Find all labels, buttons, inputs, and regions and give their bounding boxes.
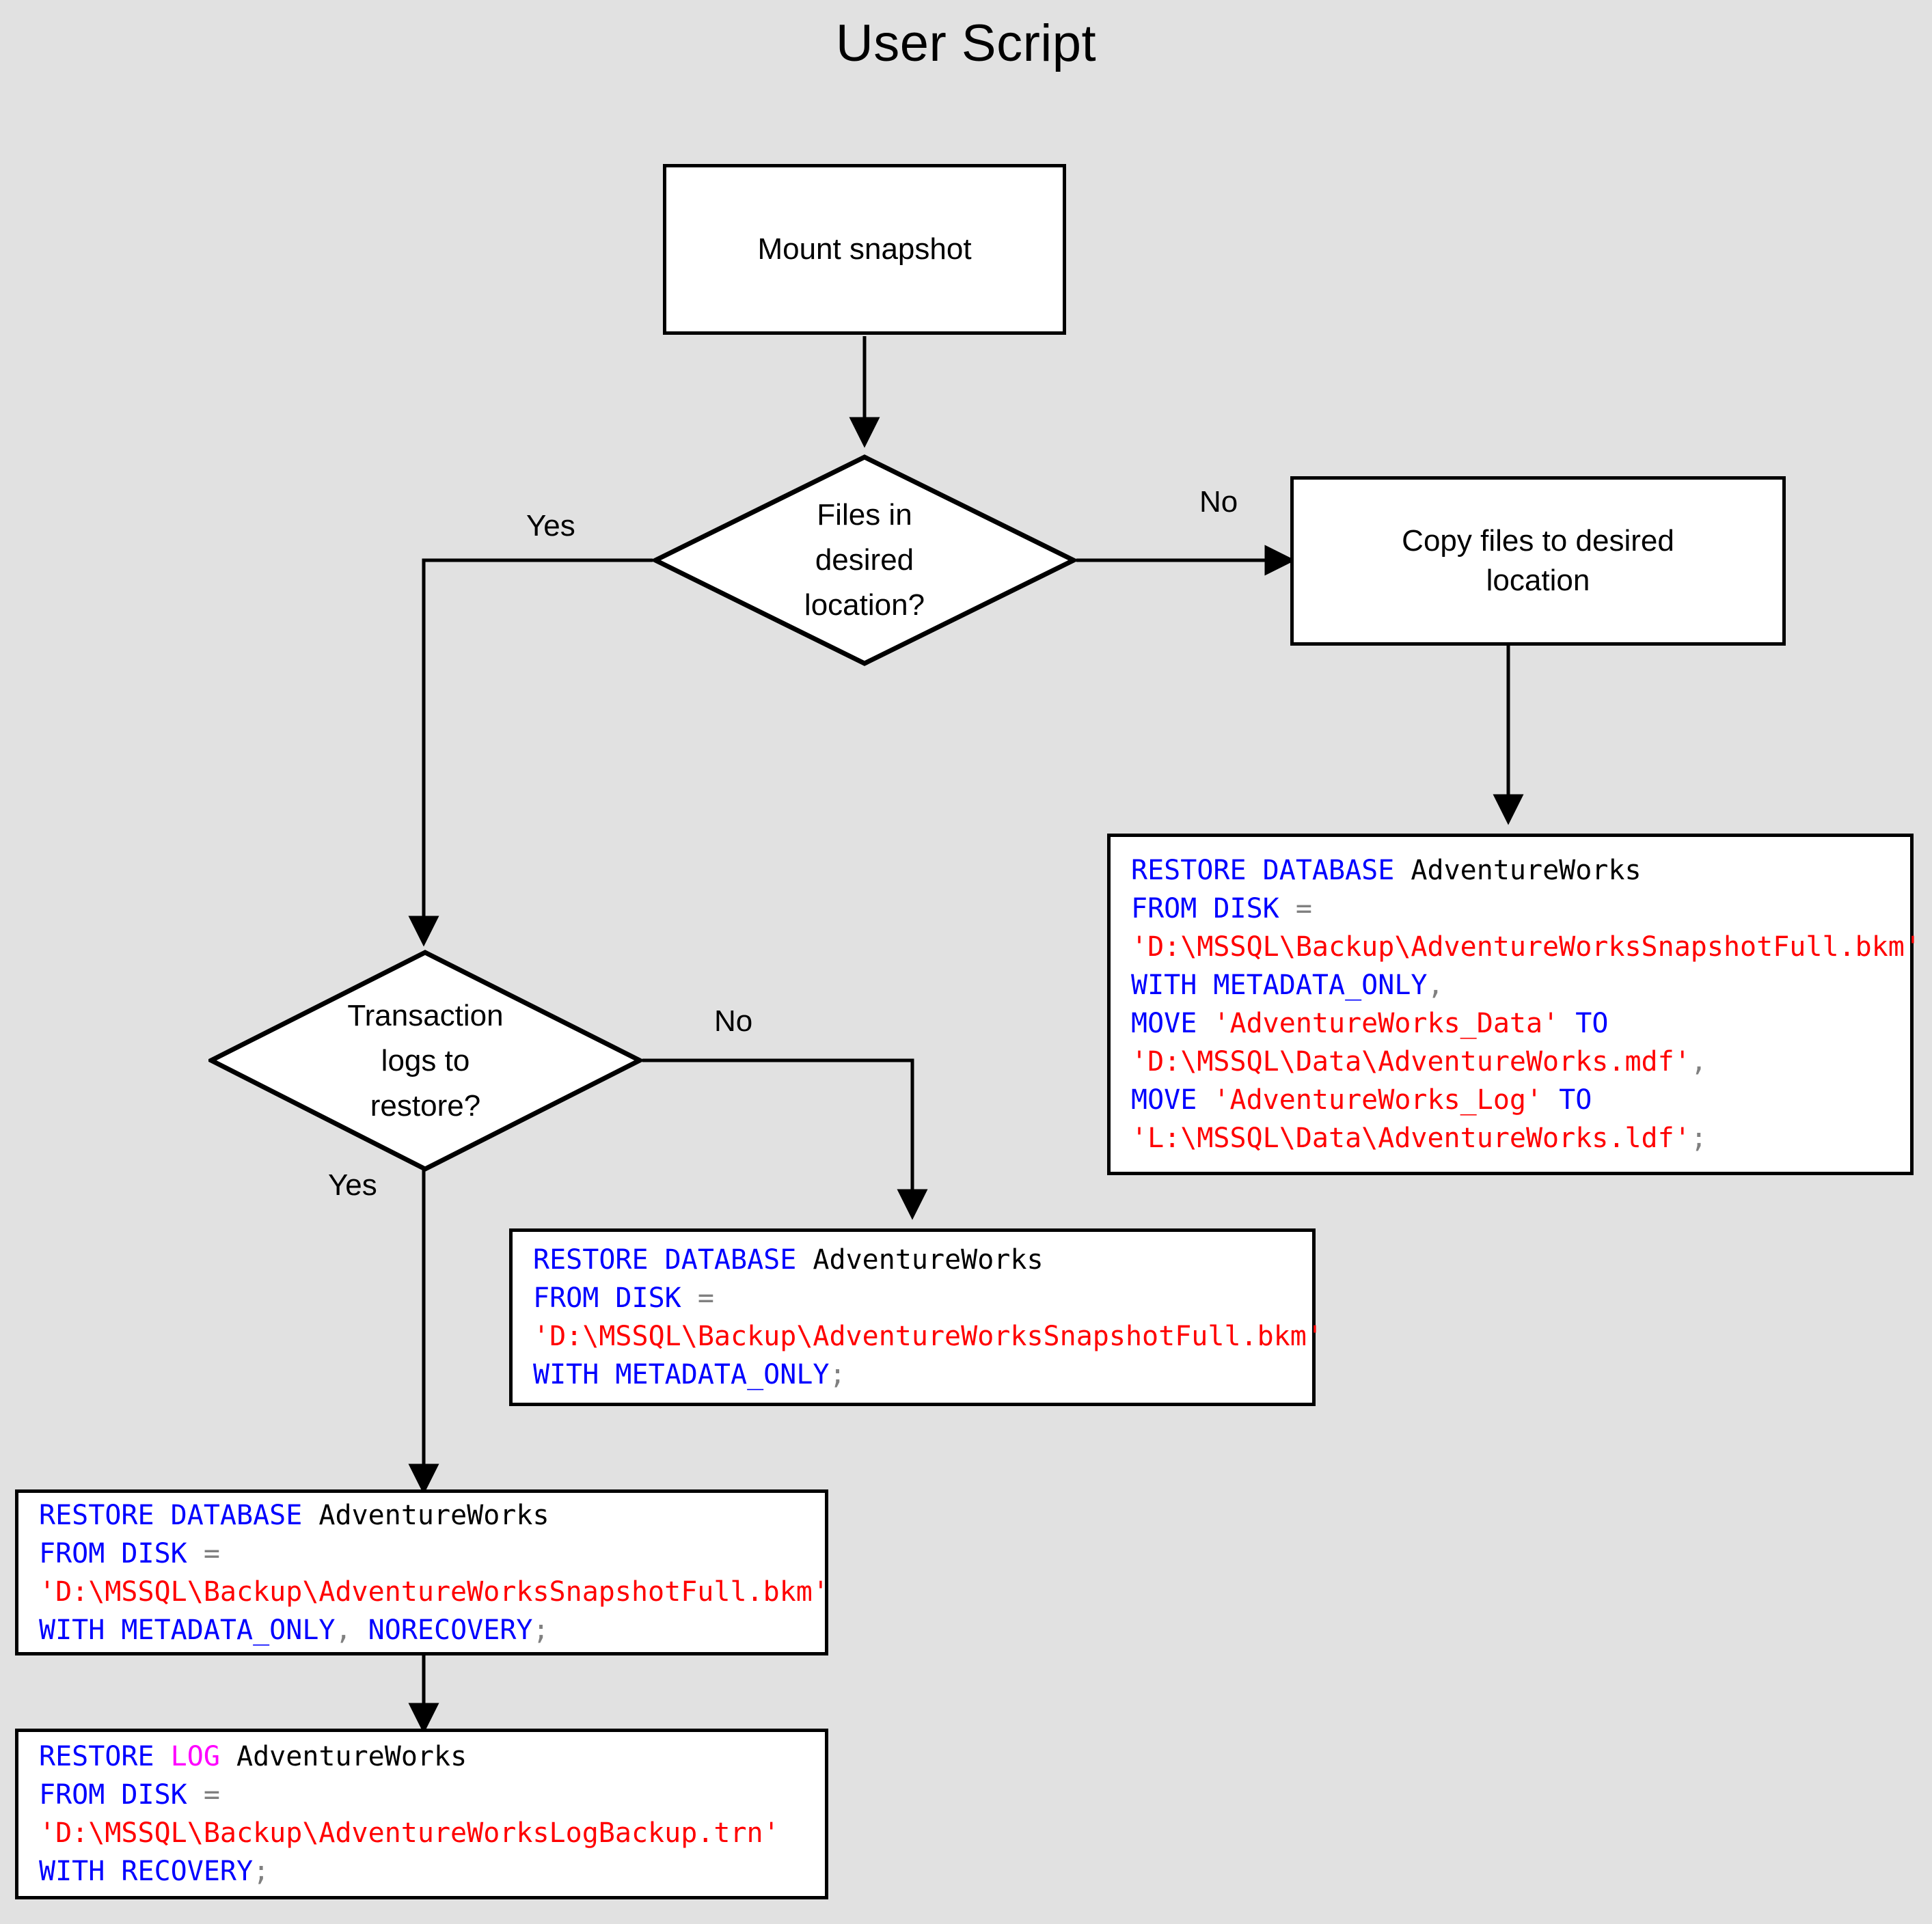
page-title: User Script xyxy=(835,14,1097,72)
edge-label-files-no: No xyxy=(1199,485,1238,519)
edge-label-logs-no: No xyxy=(714,1004,753,1038)
diamond-shape xyxy=(208,950,642,1172)
code-text: RESTORE DATABASE AdventureWorks FROM DIS… xyxy=(39,1499,829,1646)
code-text: RESTORE DATABASE AdventureWorks FROM DIS… xyxy=(533,1244,1323,1390)
code-block-restore-norecovery[interactable]: RESTORE DATABASE AdventureWorks FROM DIS… xyxy=(15,1489,829,1655)
diamond-shape xyxy=(653,454,1076,666)
edge-files-yes-to-logs xyxy=(408,558,653,947)
node-mount-snapshot[interactable]: Mount snapshot xyxy=(663,164,1066,335)
code-block-restore-log[interactable]: RESTORE LOG AdventureWorks FROM DISK = '… xyxy=(15,1729,828,1899)
edge-label-logs-yes: Yes xyxy=(328,1168,377,1202)
edge-label-files-yes: Yes xyxy=(526,509,575,542)
edge-logs-no-to-restore-metadata xyxy=(642,1058,928,1220)
code-block-restore-metadata-only[interactable]: RESTORE DATABASE AdventureWorks FROM DIS… xyxy=(509,1228,1323,1406)
node-logs-decision-label: Transaction logs to restore? xyxy=(347,998,504,1123)
node-copy-files-label: Copy files to desired location xyxy=(1402,523,1674,597)
node-copy-files[interactable]: Copy files to desired location xyxy=(1290,476,1786,646)
node-logs-decision[interactable]: Transaction logs to restore? xyxy=(208,950,642,1172)
code-block-restore-with-move[interactable]: RESTORE DATABASE AdventureWorks FROM DIS… xyxy=(1107,834,1921,1175)
node-mount-snapshot-label: Mount snapshot xyxy=(757,232,972,266)
code-text: RESTORE LOG AdventureWorks FROM DISK = '… xyxy=(39,1741,780,1887)
node-files-decision-label: Files in desired location? xyxy=(804,498,925,622)
code-text: RESTORE DATABASE AdventureWorks FROM DIS… xyxy=(1131,855,1921,1154)
node-files-decision[interactable]: Files in desired location? xyxy=(653,454,1076,666)
